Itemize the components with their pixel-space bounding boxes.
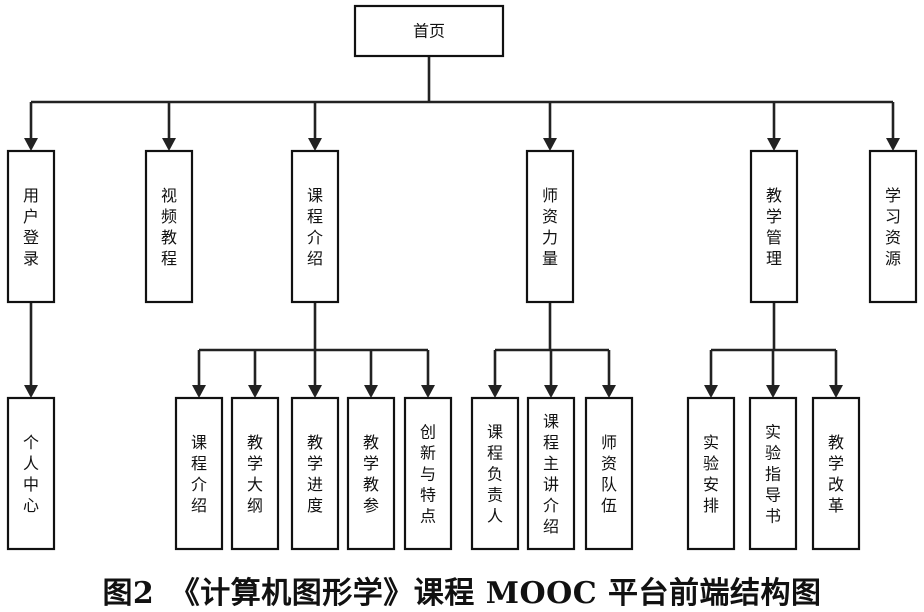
node-user-login-label: 用户登录 bbox=[23, 186, 39, 268]
arrow-user-login-child-arrowhead bbox=[24, 385, 38, 398]
arrow-course-intro-child-2-arrowhead bbox=[308, 385, 322, 398]
node-teaching-management-child-2-label: 教学改革 bbox=[828, 433, 844, 515]
root-node-box bbox=[353, 4, 505, 58]
node-course-intro-child-1-box bbox=[230, 396, 280, 551]
node-faculty-child-0: 课程负责人 bbox=[470, 396, 520, 551]
arrow-faculty-child-1-arrowhead bbox=[544, 385, 558, 398]
node-course-intro-child-2-box bbox=[290, 396, 340, 551]
node-teaching-management-label: 教学管理 bbox=[766, 186, 782, 268]
node-course-intro-child-0: 课程介绍 bbox=[174, 396, 224, 551]
node-user-login-child-0-label: 个人中心 bbox=[23, 433, 39, 515]
node-course-intro-child-3-label: 教学教参 bbox=[363, 433, 379, 515]
node-faculty: 师资力量 bbox=[525, 149, 575, 304]
arrow-to-video-tutorial-arrowhead bbox=[162, 138, 176, 151]
arrow-teaching-management-child-0-arrowhead bbox=[704, 385, 718, 398]
node-faculty-box bbox=[525, 149, 575, 304]
figure-caption: 图2 《计算机图形学》课程 MOOC 平台前端结构图 bbox=[102, 576, 822, 611]
node-teaching-management-child-1-label: 实验指导书 bbox=[765, 422, 781, 525]
arrow-course-intro-child-4-arrowhead bbox=[421, 385, 435, 398]
node-video-tutorial-label: 视频教程 bbox=[161, 186, 177, 268]
node-course-intro: 课程介绍 bbox=[290, 149, 340, 304]
node-teaching-management-child-1: 实验指导书 bbox=[748, 396, 798, 551]
node-course-intro-child-4: 创新与特点 bbox=[403, 396, 453, 551]
node-user-login-box bbox=[6, 149, 56, 304]
node-teaching-management-child-0-box bbox=[686, 396, 736, 551]
structure-diagram: 首页用户登录视频教程课程介绍师资力量教学管理学习资源个人中心课程介绍教学大纲教学… bbox=[6, 4, 918, 551]
arrow-to-course-intro-arrowhead bbox=[308, 138, 322, 151]
arrow-to-faculty-arrowhead bbox=[543, 138, 557, 151]
node-faculty-child-1-label: 课程主讲介绍 bbox=[543, 412, 559, 536]
arrow-to-teaching-management-arrowhead bbox=[767, 138, 781, 151]
arrow-faculty-child-2-arrowhead bbox=[602, 385, 616, 398]
node-course-intro-child-2: 教学进度 bbox=[290, 396, 340, 551]
node-video-tutorial-box bbox=[144, 149, 194, 304]
node-course-intro-child-3-box bbox=[346, 396, 396, 551]
node-teaching-management-box bbox=[749, 149, 799, 304]
arrow-teaching-management-child-2-arrowhead bbox=[829, 385, 843, 398]
arrow-course-intro-child-0-arrowhead bbox=[192, 385, 206, 398]
arrow-teaching-management-child-1-arrowhead bbox=[766, 385, 780, 398]
node-teaching-management-child-0: 实验安排 bbox=[686, 396, 736, 551]
node-learning-resources-box bbox=[868, 149, 918, 304]
node-video-tutorial: 视频教程 bbox=[144, 149, 194, 304]
connectors bbox=[24, 56, 900, 398]
node-faculty-child-1: 课程主讲介绍 bbox=[526, 396, 576, 551]
arrow-faculty-child-0-arrowhead bbox=[488, 385, 502, 398]
node-course-intro-child-4-box bbox=[403, 396, 453, 551]
node-course-intro-child-0-label: 课程介绍 bbox=[191, 433, 207, 515]
node-faculty-child-2-label: 师资队伍 bbox=[601, 433, 617, 515]
node-teaching-management: 教学管理 bbox=[749, 149, 799, 304]
arrow-to-user-login-arrowhead bbox=[24, 138, 38, 151]
root-node: 首页 bbox=[353, 4, 505, 58]
node-faculty-label: 师资力量 bbox=[542, 186, 558, 268]
node-faculty-child-0-box bbox=[470, 396, 520, 551]
root-node-label: 首页 bbox=[413, 22, 445, 41]
node-teaching-management-child-1-box bbox=[748, 396, 798, 551]
node-course-intro-child-0-box bbox=[174, 396, 224, 551]
node-faculty-child-2-box bbox=[584, 396, 634, 551]
node-course-intro-box bbox=[290, 149, 340, 304]
arrow-to-learning-resources-arrowhead bbox=[886, 138, 900, 151]
node-teaching-management-child-2-box bbox=[811, 396, 861, 551]
node-course-intro-child-1: 教学大纲 bbox=[230, 396, 280, 551]
node-learning-resources-label: 学习资源 bbox=[885, 186, 901, 268]
arrow-course-intro-child-1-arrowhead bbox=[248, 385, 262, 398]
node-teaching-management-child-2: 教学改革 bbox=[811, 396, 861, 551]
node-faculty-child-1-box bbox=[526, 396, 576, 551]
node-user-login-child-0-box bbox=[6, 396, 56, 551]
node-course-intro-child-4-label: 创新与特点 bbox=[420, 422, 436, 525]
node-faculty-child-0-label: 课程负责人 bbox=[487, 422, 503, 525]
node-course-intro-child-2-label: 教学进度 bbox=[307, 433, 323, 515]
node-course-intro-child-1-label: 教学大纲 bbox=[247, 433, 263, 515]
node-user-login: 用户登录 bbox=[6, 149, 56, 304]
node-learning-resources: 学习资源 bbox=[868, 149, 918, 304]
node-course-intro-label: 课程介绍 bbox=[307, 186, 323, 268]
node-faculty-child-2: 师资队伍 bbox=[584, 396, 634, 551]
node-user-login-child-0: 个人中心 bbox=[6, 396, 56, 551]
arrow-course-intro-child-3-arrowhead bbox=[364, 385, 378, 398]
node-course-intro-child-3: 教学教参 bbox=[346, 396, 396, 551]
node-teaching-management-child-0-label: 实验安排 bbox=[703, 433, 719, 515]
nodes: 首页用户登录视频教程课程介绍师资力量教学管理学习资源个人中心课程介绍教学大纲教学… bbox=[6, 4, 918, 551]
